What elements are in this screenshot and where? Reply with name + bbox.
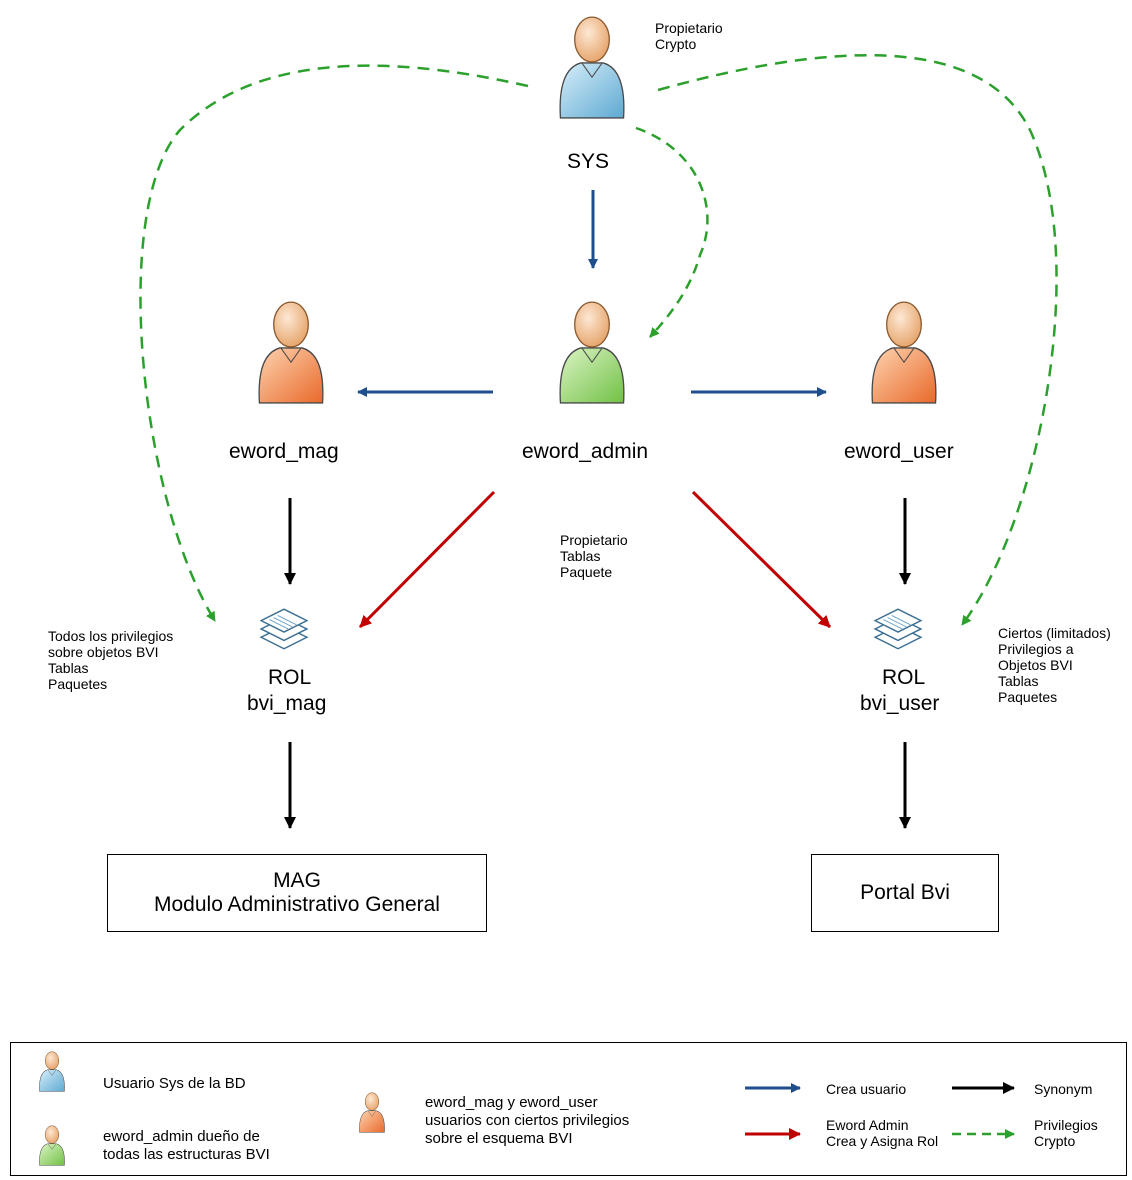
legend-box [10,1042,1127,1176]
privileges-arrow-sys-to-admin [635,126,709,338]
legend-synonym-label: Synonym [1034,1081,1093,1097]
legend-role-label: Eword Admin Crea y Asigna Rol [826,1117,939,1149]
rol-user-document-stack-icon [874,608,922,650]
eword-admin-label: eword_admin [522,440,649,463]
eword-mag-label: eword_mag [229,440,339,463]
legend-admin-user-label: eword_admin dueño de todas las estructur… [103,1128,270,1163]
sys-note: Propietario Crypto [655,20,723,52]
admin-user-icon [559,301,625,404]
mag-user-icon [258,301,324,404]
rol-mag-note: Todos los privilegios sobre objetos BVI … [48,628,174,692]
role-arrow-admin-to-rol-mag [358,490,496,629]
legend-sys-user-label: Usuario Sys de la BD [103,1075,246,1092]
rol-user-title: ROL [882,666,926,689]
rol-mag-document-stack-icon [260,608,308,650]
legend-create-user-label: Crea usuario [826,1081,907,1097]
rol-mag-name: bvi_mag [247,692,327,715]
privileges-arrow-sys-to-rol-mag [139,64,529,622]
legend-privileges-label: Privilegios Crypto [1034,1117,1098,1149]
eword-user-label: eword_user [844,440,954,463]
rol-mag-title: ROL [268,666,312,689]
portal-bvi-box: Portal Bvi [811,854,999,932]
mag-module-box: MAG Modulo Administrativo General [107,854,487,932]
privileges-arrow-sys-to-rol-user [657,54,1058,626]
sys-label: SYS [567,150,610,173]
role-arrow-admin-to-rol-user [691,490,832,629]
eword-admin-note: Propietario Tablas Paquete [560,532,628,580]
rol-user-name: bvi_user [860,692,940,715]
legend-mag-user-label: eword_mag y eword_user usuarios con cier… [425,1094,630,1147]
rol-user-note: Ciertos (limitados) Privilegios a Objeto… [998,625,1111,705]
user-user-icon [871,301,937,404]
sys-user-icon [559,16,625,119]
